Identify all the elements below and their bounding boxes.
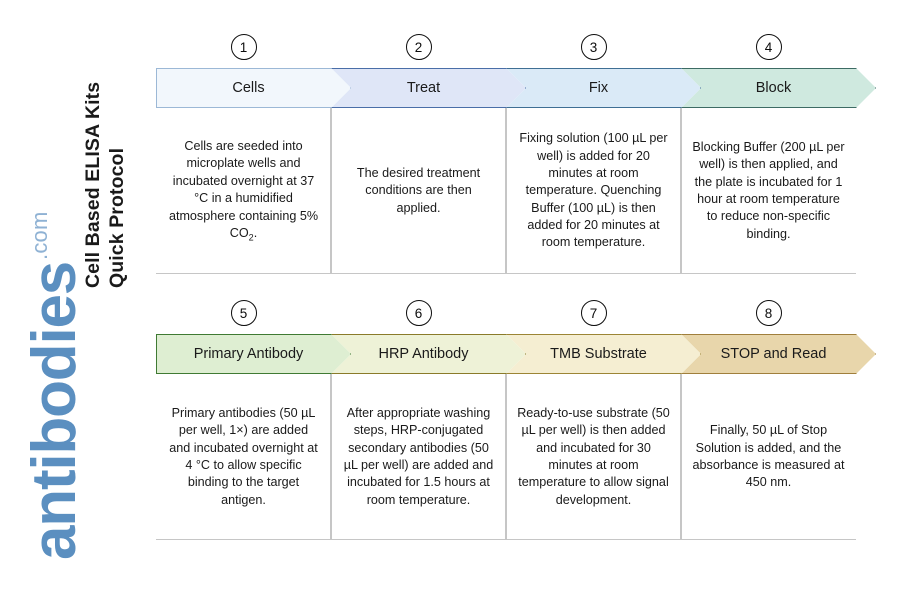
protocol-row-2: 5 6 7 8 Primary Antibody HRP Antibody TMB Sub… xyxy=(156,300,856,540)
step-panels-row-1: Cells are seeded into microplate wells a… xyxy=(156,108,856,274)
step-chevron[interactable]: HRP Antibody xyxy=(331,334,526,374)
step-description-panel: Blocking Buffer (200 µL per well) is the… xyxy=(681,108,856,274)
step-number-badge: 8 xyxy=(755,300,782,326)
step-chevron-shape xyxy=(331,334,526,374)
panel-divider xyxy=(680,108,682,274)
step-chevron-label: Cells xyxy=(232,80,265,96)
step-chevron-shape xyxy=(681,68,876,108)
brand-logo-tld: .com xyxy=(27,211,52,260)
step-chevron-label: TMB Substrate xyxy=(550,346,647,362)
brand-logo-word: antibodies xyxy=(20,261,89,560)
step-number-badge: 5 xyxy=(230,300,257,326)
step-chevron[interactable]: Treat xyxy=(331,68,526,108)
panel-divider xyxy=(505,108,507,274)
step-description-text: Cells are seeded into microplate wells a… xyxy=(168,139,319,243)
page-title: Cell Based ELISA Kits Quick Protocol xyxy=(58,18,154,288)
step-description-panel: Fixing solution (100 µL per well) is add… xyxy=(506,108,681,274)
step-chevron[interactable]: Block xyxy=(681,68,876,108)
step-description-text: Finally, 50 µL of Stop Solution is added… xyxy=(692,423,845,490)
step-badges-row-1: 1 2 3 4 xyxy=(156,34,856,68)
step-number-badge: 6 xyxy=(405,300,432,326)
step-chevron[interactable]: Fix xyxy=(506,68,701,108)
step-chevron-label: HRP Antibody xyxy=(378,346,469,362)
step-description-text: The desired treatment conditions are the… xyxy=(356,165,481,215)
step-chevron-label: Treat xyxy=(406,80,441,96)
step-chevrons-row-2: Primary Antibody HRP Antibody TMB Substrat… xyxy=(156,334,856,374)
step-chevron-label: Primary Antibody xyxy=(193,346,304,362)
step-description-text: Fixing solution (100 µL per well) is add… xyxy=(519,131,668,250)
step-number-badge: 3 xyxy=(580,34,607,60)
step-chevron-shape xyxy=(156,68,351,108)
step-chevron[interactable]: Cells xyxy=(156,68,351,108)
step-panels-row-2: Primary antibodies (50 µL per well, 1×) … xyxy=(156,374,856,540)
step-description-panel: Cells are seeded into microplate wells a… xyxy=(156,108,331,274)
protocol-row-1: 1 2 3 4 Cells Treat Fix Block Cells are seeded… xyxy=(156,34,856,274)
step-description-panel: After appropriate washing steps, HRP-con… xyxy=(331,374,506,540)
step-chevrons-row-1: Cells Treat Fix Block xyxy=(156,68,856,108)
step-description-panel: Finally, 50 µL of Stop Solution is added… xyxy=(681,374,856,540)
step-chevron[interactable]: Primary Antibody xyxy=(156,334,351,374)
step-description-text: Blocking Buffer (200 µL per well) is the… xyxy=(692,139,845,241)
step-description-panel: The desired treatment conditions are the… xyxy=(331,108,506,274)
step-chevron-shape xyxy=(681,334,876,374)
step-number-badge: 7 xyxy=(580,300,607,326)
panel-divider xyxy=(330,374,332,540)
page-title-line-2: Quick Protocol xyxy=(106,147,128,288)
step-chevron-label: STOP and Read xyxy=(720,346,827,362)
panel-divider xyxy=(505,374,507,540)
step-badges-row-2: 5 6 7 8 xyxy=(156,300,856,334)
step-chevron-label: Block xyxy=(755,80,792,96)
step-number-badge: 4 xyxy=(755,34,782,60)
page-title-line-1: Cell Based ELISA Kits xyxy=(82,81,105,288)
step-description-text: Primary antibodies (50 µL per well, 1×) … xyxy=(169,405,318,507)
step-chevron-shape xyxy=(506,68,701,108)
step-number-badge: 2 xyxy=(405,34,432,60)
step-chevron[interactable]: TMB Substrate xyxy=(506,334,701,374)
step-chevron[interactable]: STOP and Read xyxy=(681,334,876,374)
brand-logo: antibodies .com xyxy=(20,211,144,560)
step-chevron-shape xyxy=(331,68,526,108)
step-description-text: After appropriate washing steps, HRP-con… xyxy=(343,405,494,507)
step-chevron-label: Fix xyxy=(588,80,609,96)
step-description-panel: Primary antibodies (50 µL per well, 1×) … xyxy=(156,374,331,540)
step-chevron-shape xyxy=(156,334,351,374)
panel-divider xyxy=(680,374,682,540)
panel-divider xyxy=(330,108,332,274)
step-description-panel: Ready-to-use substrate (50 µL per well) … xyxy=(506,374,681,540)
step-number-badge: 1 xyxy=(230,34,257,60)
step-description-text: Ready-to-use substrate (50 µL per well) … xyxy=(517,405,670,507)
